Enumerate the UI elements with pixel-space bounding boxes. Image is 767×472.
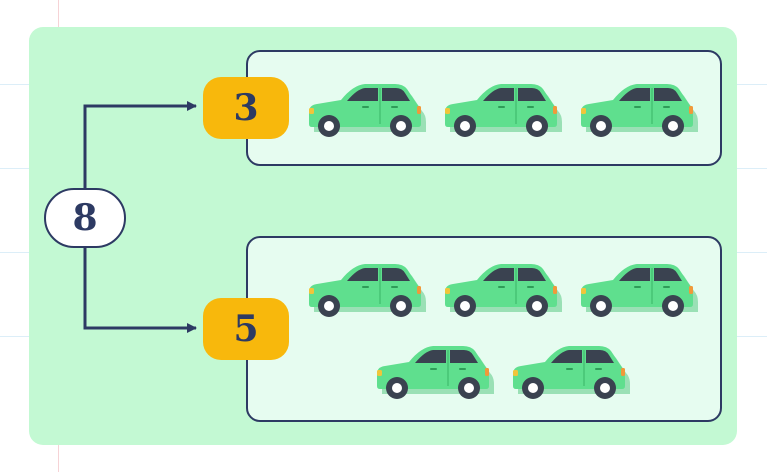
car-icon [373,340,495,400]
car-icon [509,340,631,400]
car-icon [577,258,699,318]
connector-to-top-part [83,101,197,188]
part-node-bottom: 5 [203,298,289,360]
part-node-top: 3 [203,77,289,139]
car-icon [305,258,427,318]
car-icon [441,78,563,138]
car-icon [441,258,563,318]
car-icon [577,78,699,138]
total-node: 8 [44,188,126,248]
car-icon [305,78,427,138]
connector-to-bottom-part [83,248,197,333]
